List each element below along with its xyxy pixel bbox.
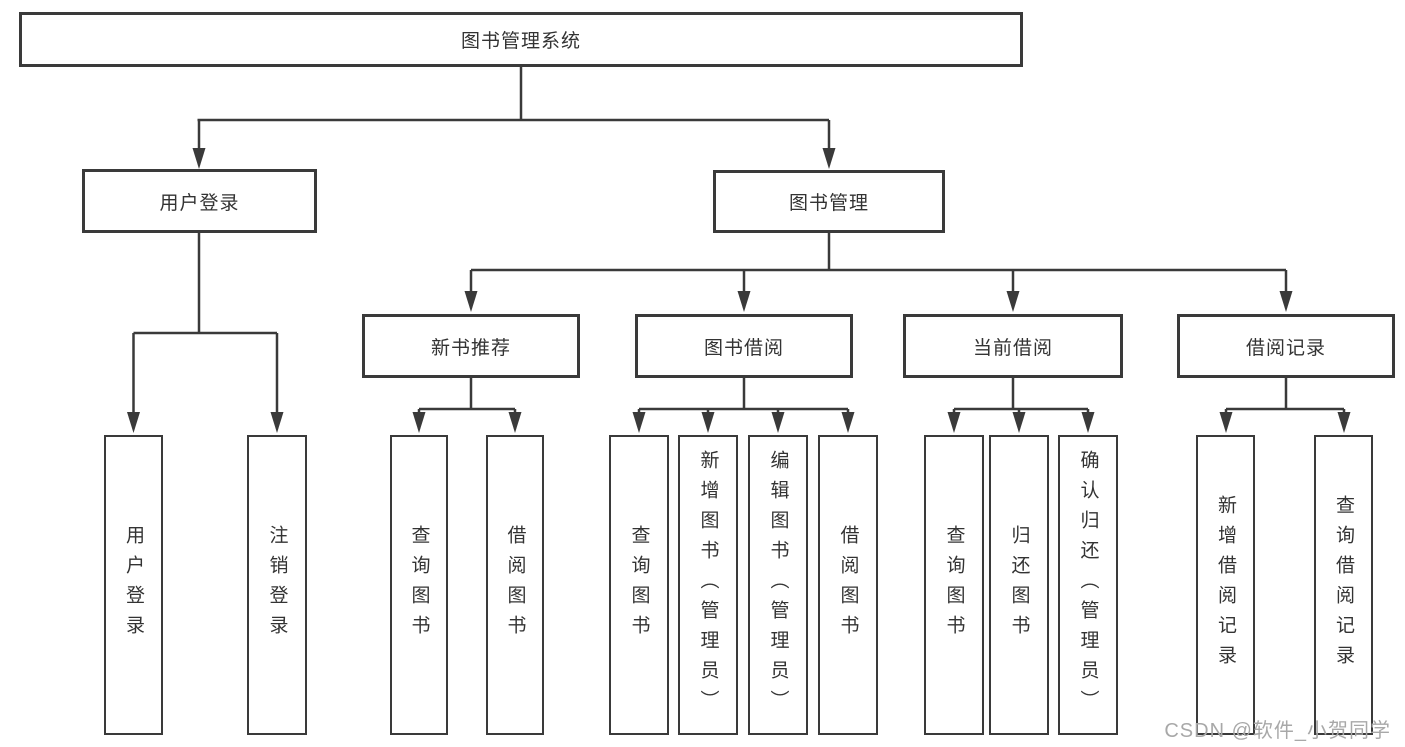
node-label: 用户登录 bbox=[159, 192, 240, 214]
leaf-borrow-books-recommend: 借阅图书 bbox=[486, 435, 544, 735]
leaf-label: 新增图书（管理员） bbox=[697, 450, 719, 720]
leaf-label: 查询图书 bbox=[943, 525, 965, 645]
leaf-label: 编辑图书（管理员） bbox=[767, 450, 789, 720]
connector-root-to-level2 bbox=[192, 67, 836, 169]
leaf-query-borrow-record: 查询借阅记录 bbox=[1314, 435, 1373, 735]
leaf-logout: 注销登录 bbox=[247, 435, 307, 735]
node-label: 新书推荐 bbox=[430, 337, 511, 359]
node-label: 借阅记录 bbox=[1245, 337, 1326, 359]
connector-currentborrow-to-leaves bbox=[947, 378, 1095, 433]
node-label: 图书管理系统 bbox=[460, 31, 581, 52]
leaf-query-books-borrow: 查询图书 bbox=[609, 435, 669, 735]
node-user-login: 用户登录 bbox=[82, 169, 317, 233]
node-current-borrow: 当前借阅 bbox=[903, 314, 1123, 378]
node-label: 当前借阅 bbox=[972, 337, 1053, 359]
node-system-root: 图书管理系统 bbox=[19, 12, 1023, 67]
leaf-edit-books-admin: 编辑图书（管理员） bbox=[748, 435, 808, 735]
leaf-borrow-books: 借阅图书 bbox=[818, 435, 878, 735]
leaf-add-books-admin: 新增图书（管理员） bbox=[678, 435, 738, 735]
connector-records-to-leaves bbox=[1219, 378, 1351, 433]
node-book-management: 图书管理 bbox=[713, 170, 945, 233]
leaf-query-books-recommend: 查询图书 bbox=[390, 435, 448, 735]
leaf-label: 确认归还（管理员） bbox=[1077, 450, 1099, 720]
leaf-label: 借阅图书 bbox=[504, 525, 526, 645]
node-borrow-records: 借阅记录 bbox=[1177, 314, 1395, 378]
leaf-user-login: 用户登录 bbox=[104, 435, 163, 735]
leaf-label: 新增借阅记录 bbox=[1215, 495, 1236, 675]
leaf-label: 借阅图书 bbox=[837, 525, 859, 645]
node-new-book-recommend: 新书推荐 bbox=[362, 314, 580, 378]
leaf-label: 注销登录 bbox=[266, 525, 288, 645]
leaf-label: 查询图书 bbox=[628, 525, 650, 645]
node-label: 图书借阅 bbox=[703, 337, 784, 359]
leaf-query-books-current: 查询图书 bbox=[924, 435, 984, 735]
connector-bookborrow-to-leaves bbox=[632, 378, 855, 433]
leaf-add-borrow-record: 新增借阅记录 bbox=[1196, 435, 1255, 735]
csdn-watermark: CSDN @软件_小贺同学 bbox=[1164, 720, 1391, 742]
node-book-borrow: 图书借阅 bbox=[635, 314, 853, 378]
leaf-return-books: 归还图书 bbox=[989, 435, 1049, 735]
leaf-label: 查询借阅记录 bbox=[1333, 495, 1354, 675]
leaf-confirm-return-admin: 确认归还（管理员） bbox=[1058, 435, 1118, 735]
connector-newbooks-to-leaves bbox=[412, 378, 522, 433]
leaf-label: 用户登录 bbox=[123, 525, 144, 645]
connector-userlogin-to-leaves bbox=[127, 233, 284, 433]
leaf-label: 查询图书 bbox=[408, 525, 430, 645]
leaf-label: 归还图书 bbox=[1008, 525, 1030, 645]
node-label: 图书管理 bbox=[788, 193, 869, 214]
connector-bookmgmt-to-level3 bbox=[464, 233, 1293, 312]
